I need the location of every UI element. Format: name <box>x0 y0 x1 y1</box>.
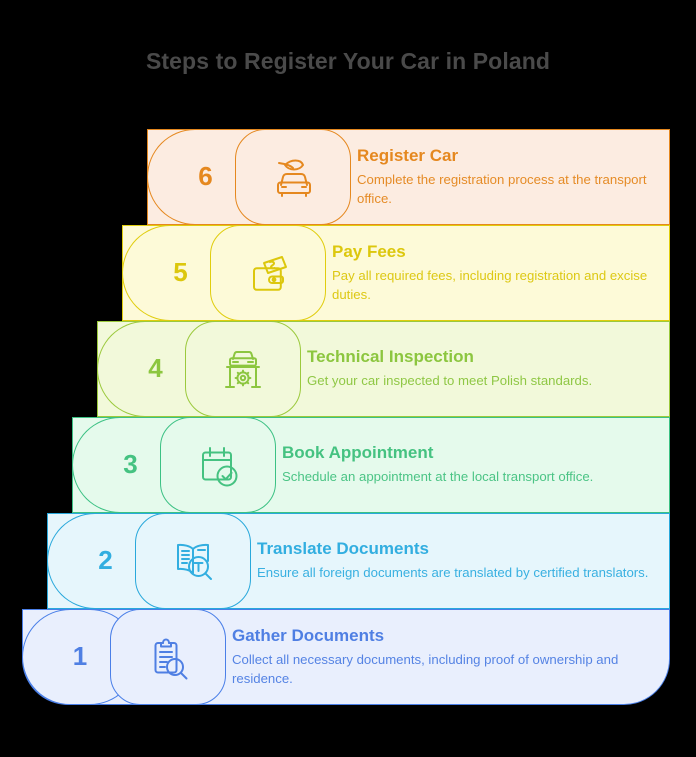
step-description: Collect all necessary documents, includi… <box>232 652 619 686</box>
step-number: 3 <box>123 449 138 479</box>
step-description: Get your car inspected to meet Polish st… <box>307 373 593 389</box>
step-heading: Technical Inspection <box>307 347 474 367</box>
step-icon-cell-1 <box>110 609 226 705</box>
step-number: 5 <box>173 257 188 287</box>
step-heading: Pay Fees <box>332 242 406 262</box>
eco-car-icon <box>265 151 321 203</box>
page-title: Steps to Register Your Car in Poland <box>145 48 551 74</box>
step-icon-cell-4 <box>185 321 301 417</box>
step-description: Complete the registration process at the… <box>357 172 647 206</box>
step-heading: Gather Documents <box>232 626 385 646</box>
step-icon-cell-5 <box>210 225 326 321</box>
step-number: 4 <box>148 353 163 383</box>
clipboard-search-icon <box>140 631 196 683</box>
calendar-check-icon <box>190 439 246 491</box>
step-icon-cell-3 <box>160 417 276 513</box>
step-number: 1 <box>72 641 88 671</box>
step-heading: Translate Documents <box>257 539 429 559</box>
step-description: Pay all required fees, including registr… <box>332 268 648 302</box>
step-number: 6 <box>198 161 213 191</box>
step-description: Ensure all foreign documents are transla… <box>257 565 649 581</box>
step-icon-cell-6 <box>235 129 351 225</box>
wallet-icon <box>240 247 296 299</box>
car-lift-gear-icon <box>215 343 271 395</box>
step-number: 2 <box>98 545 113 575</box>
step-icon-cell-2 <box>135 513 251 609</box>
step-description: Schedule an appointment at the local tra… <box>282 469 594 485</box>
step-heading: Book Appointment <box>282 443 434 463</box>
book-translate-icon <box>165 535 221 587</box>
step-heading: Register Car <box>357 146 459 166</box>
